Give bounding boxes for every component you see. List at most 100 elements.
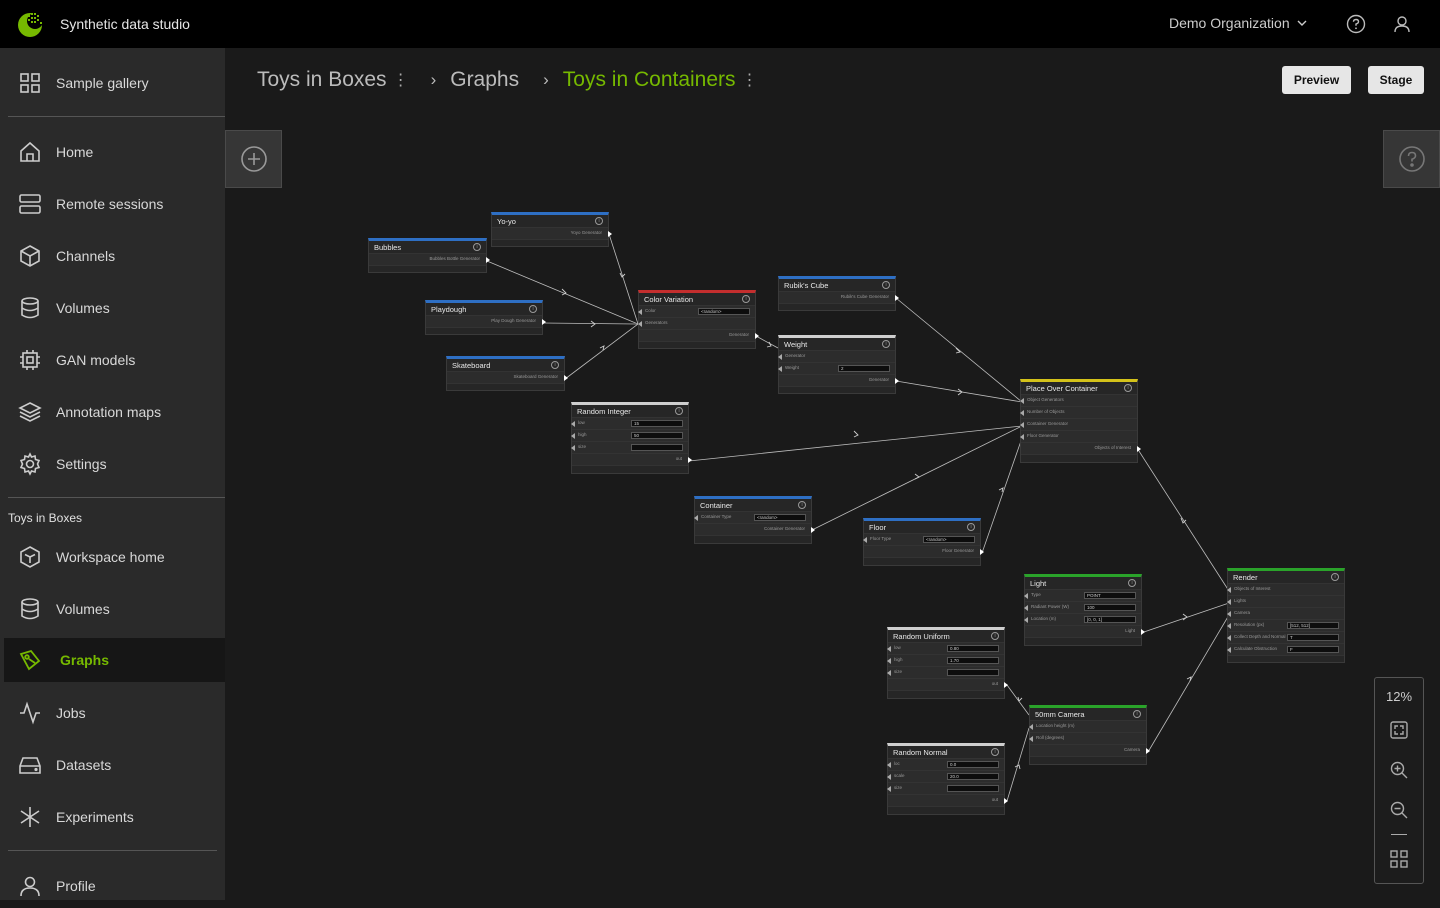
sidebar-item-datasets[interactable]: Datasets: [0, 743, 225, 787]
sidebar-item-home[interactable]: Home: [0, 130, 225, 174]
output-port[interactable]: Generator: [639, 330, 759, 342]
high-input[interactable]: 1.70: [947, 657, 999, 664]
app-logo-icon[interactable]: [16, 10, 44, 38]
info-icon[interactable]: i: [967, 523, 975, 531]
sidebar-item-remote-sessions[interactable]: Remote sessions: [0, 182, 225, 226]
output-port[interactable]: Play Dough Generator: [426, 316, 546, 328]
sidebar-item-annotation-maps[interactable]: Annotation maps: [0, 390, 225, 434]
info-icon[interactable]: i: [473, 243, 481, 251]
help-icon[interactable]: [1346, 14, 1366, 34]
output-port[interactable]: out: [888, 679, 1008, 691]
add-node-button[interactable]: [225, 130, 282, 188]
info-icon[interactable]: i: [675, 407, 683, 415]
output-port[interactable]: Yoyo Generator: [492, 228, 612, 240]
output-port[interactable]: Objects of Interest: [1021, 443, 1141, 455]
floor-type-select[interactable]: <random>: [923, 536, 975, 543]
input-port[interactable]: Generator: [779, 351, 895, 363]
input-port[interactable]: Lights: [1228, 596, 1344, 608]
loc-input[interactable]: 0.0: [947, 761, 999, 768]
graph-help-button[interactable]: [1383, 130, 1440, 188]
input-port[interactable]: Container Type<random>: [695, 512, 811, 524]
output-port[interactable]: Bubbles Bottle Generator: [369, 254, 490, 266]
input-port[interactable]: Number of Objects: [1021, 407, 1137, 419]
info-icon[interactable]: i: [991, 748, 999, 756]
input-port[interactable]: Object Generators: [1021, 395, 1137, 407]
input-port[interactable]: Generators: [639, 318, 755, 330]
input-port[interactable]: Objects of Interest: [1228, 584, 1344, 596]
sidebar-item-jobs[interactable]: Jobs: [0, 691, 225, 735]
output-port[interactable]: Skateboard Generator: [447, 372, 568, 384]
info-icon[interactable]: i: [551, 361, 559, 369]
weight-input[interactable]: 2: [838, 365, 890, 372]
sidebar-item-workspace-volumes[interactable]: Volumes: [0, 587, 225, 631]
low-input[interactable]: 15: [631, 420, 683, 427]
info-icon[interactable]: i: [882, 340, 890, 348]
obstruction-input[interactable]: F: [1287, 646, 1339, 653]
low-input[interactable]: 0.80: [947, 645, 999, 652]
sidebar-item-workspace-home[interactable]: Workspace home: [0, 535, 225, 579]
input-port[interactable]: Resolution (px)[512, 512]: [1228, 620, 1344, 632]
input-port[interactable]: Container Generator: [1021, 419, 1137, 431]
input-port[interactable]: Camera: [1228, 608, 1344, 620]
output-port[interactable]: Camera: [1030, 745, 1150, 757]
output-port[interactable]: Generator: [779, 375, 899, 387]
info-icon[interactable]: i: [1331, 573, 1339, 581]
info-icon[interactable]: i: [991, 632, 999, 640]
input-port[interactable]: size: [888, 783, 1004, 795]
radiant-power-input[interactable]: 100: [1084, 604, 1136, 611]
container-type-select[interactable]: <random>: [754, 514, 806, 521]
light-type-select[interactable]: POINT: [1084, 592, 1136, 599]
organization-selector[interactable]: Demo Organization: [1169, 15, 1308, 31]
high-input[interactable]: 50: [631, 432, 683, 439]
breadcrumb-workspace[interactable]: Toys in Boxes: [257, 68, 387, 91]
resolution-input[interactable]: [512, 512]: [1287, 622, 1339, 629]
color-select[interactable]: <random>: [698, 308, 750, 315]
scale-input[interactable]: 20.0: [947, 773, 999, 780]
stage-button[interactable]: Stage: [1368, 66, 1424, 94]
zoom-in-icon[interactable]: [1389, 760, 1409, 780]
sidebar-item-volumes[interactable]: Volumes: [0, 286, 225, 330]
kebab-menu-icon[interactable]: ⋮: [392, 72, 409, 89]
sidebar-item-settings[interactable]: Settings: [0, 442, 225, 486]
input-port[interactable]: Color<random>: [639, 306, 755, 318]
layout-grid-icon[interactable]: [1389, 849, 1409, 869]
size-input[interactable]: [631, 444, 683, 451]
input-port[interactable]: Roll (degrees): [1030, 733, 1146, 745]
input-port[interactable]: Floor Type<random>: [864, 534, 980, 546]
sidebar-item-profile[interactable]: Profile: [0, 864, 225, 908]
depth-normal-input[interactable]: T: [1287, 634, 1339, 641]
sidebar-item-channels[interactable]: Channels: [0, 234, 225, 278]
output-port[interactable]: Light: [1025, 626, 1145, 638]
output-port[interactable]: out: [888, 795, 1008, 807]
sidebar-item-gan-models[interactable]: GAN models: [0, 338, 225, 382]
info-icon[interactable]: i: [1133, 710, 1141, 718]
info-icon[interactable]: i: [798, 501, 806, 509]
zoom-out-icon[interactable]: [1389, 800, 1409, 820]
output-port[interactable]: out: [572, 454, 692, 466]
breadcrumb-section[interactable]: Graphs: [450, 68, 520, 91]
info-icon[interactable]: i: [742, 295, 750, 303]
